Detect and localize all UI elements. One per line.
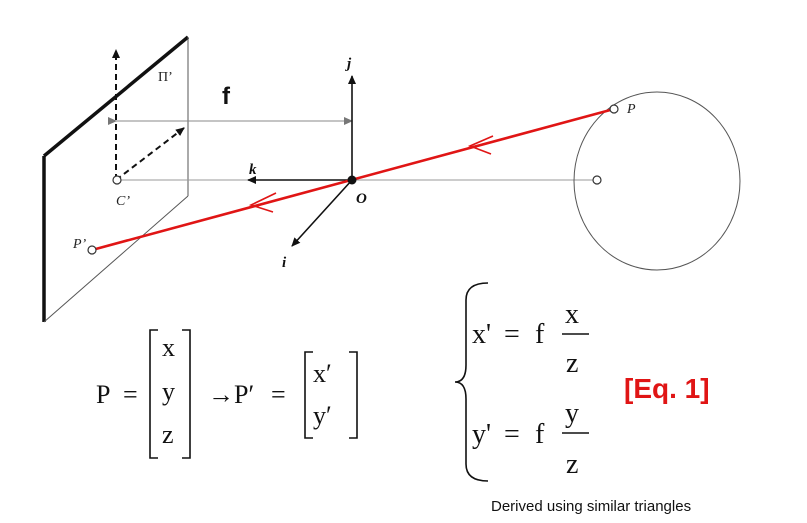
vector-P-image-entry-x: x′ — [313, 359, 332, 388]
axis-i-arrow — [291, 179, 353, 247]
focal-length-label: f — [222, 83, 231, 110]
matrix-P-image-label: P′ — [234, 380, 254, 409]
ray-arrowhead-left — [248, 192, 277, 213]
eq1-equals: = — [504, 319, 520, 350]
axis-k-label: k — [249, 162, 257, 178]
eq1-denominator: z — [566, 348, 578, 379]
matrix-arrow: → — [208, 380, 234, 409]
point-P-image-marker — [87, 245, 97, 255]
vector-P-image-right-bracket — [349, 351, 358, 439]
eq1-f: f — [535, 319, 545, 350]
vector-P-entry-y: y — [162, 377, 175, 406]
axis-end-marker — [592, 175, 602, 185]
vector-P-entry-x: x — [162, 333, 175, 362]
principal-point-label: C’ — [116, 194, 130, 209]
matrix-P-label: P — [96, 380, 110, 409]
equation-brace — [454, 282, 489, 482]
ray-arrowhead-right — [467, 135, 494, 155]
eq2-f: f — [535, 419, 545, 450]
eq2-numerator: y — [565, 398, 579, 429]
object-ellipse — [573, 91, 741, 271]
eq2-denominator: z — [566, 449, 578, 480]
vector-P-image-left-bracket — [304, 351, 313, 439]
eq2-equals: = — [504, 419, 520, 450]
caption: Derived using similar triangles — [491, 498, 691, 515]
vector-P-image-entry-y: y′ — [313, 401, 332, 430]
axis-i-label: i — [282, 255, 287, 271]
origin-label: O — [356, 191, 367, 207]
point-P-marker — [609, 104, 619, 114]
vector-P-left-bracket — [149, 329, 158, 459]
axis-j-label: j — [345, 56, 352, 72]
equation-reference: [Eq. 1] — [624, 373, 710, 404]
point-C-prime-marker — [112, 175, 122, 185]
matrix-equation: P = x y z → P′ = x′ y′ — [96, 329, 358, 459]
projection-equations: x' = f x z y' = f y z — [454, 282, 589, 482]
image-plane-label: Π’ — [158, 70, 173, 85]
vector-P-entry-z: z — [162, 420, 174, 449]
matrix-equals-1: = — [123, 380, 138, 409]
eq1-lhs: x' — [472, 319, 491, 350]
eq1-numerator: x — [565, 299, 579, 330]
vector-P-right-bracket — [182, 329, 191, 459]
matrix-equals-2: = — [271, 380, 286, 409]
eq2-lhs: y' — [472, 419, 491, 450]
point-P-image-label: P’ — [72, 237, 87, 252]
origin-marker — [347, 175, 357, 185]
point-P-label: P — [626, 102, 636, 117]
image-plane-axes — [112, 49, 185, 181]
